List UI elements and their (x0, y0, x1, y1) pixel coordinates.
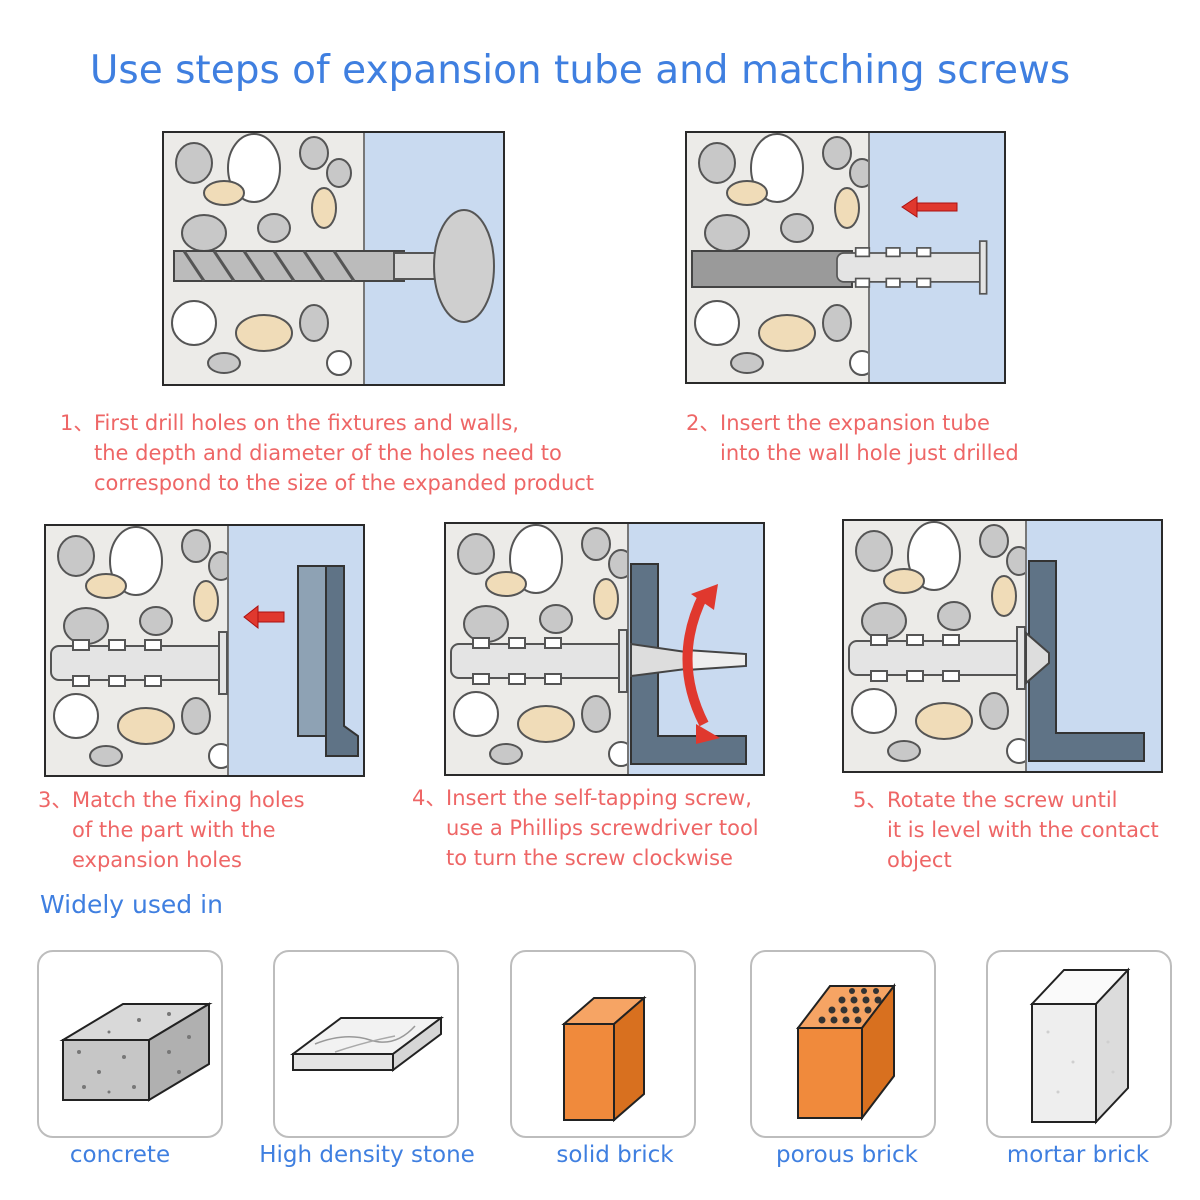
step-1-illustration (162, 131, 505, 386)
material-card-porous-brick (750, 950, 936, 1138)
step-line: the depth and diameter of the holes need… (94, 441, 562, 465)
step-number: 4、 (412, 786, 447, 810)
porous-brick-icon (795, 983, 897, 1121)
step-5-illustration (842, 519, 1163, 773)
material-card-concrete (37, 950, 223, 1138)
step-line: correspond to the size of the expanded p… (94, 471, 595, 495)
step-3-illustration (44, 524, 365, 777)
arrow-left-icon (901, 196, 958, 218)
step-2-illustration (685, 131, 1006, 384)
step-line: into the wall hole just drilled (720, 441, 1019, 465)
step-1-caption: 1、 First drill holes on the fixtures and… (60, 408, 594, 498)
step-number: 2、 (686, 411, 721, 435)
step-line: First drill holes on the fixtures and wa… (94, 411, 519, 435)
step-line: Match the fixing holes (72, 788, 305, 812)
material-card-solid-brick (510, 950, 696, 1138)
material-label: mortar brick (1006, 1142, 1150, 1168)
step-number: 5、 (853, 788, 888, 812)
step-line: of the part with the (72, 818, 276, 842)
material-card-mortar-brick (986, 950, 1172, 1138)
stone-slab-icon (290, 1016, 444, 1072)
usage-heading: Widely used in (40, 890, 223, 919)
step-line: use a Phillips screwdriver tool (446, 816, 759, 840)
material-label: High density stone (259, 1142, 475, 1168)
mortar-brick-icon (1029, 967, 1131, 1125)
step-number: 3、 (38, 788, 73, 812)
step-number: 1、 (60, 411, 95, 435)
material-card-stone (273, 950, 459, 1138)
step-4-illustration (444, 522, 765, 776)
step-line: Rotate the screw until (887, 788, 1118, 812)
arrow-left-icon (243, 604, 285, 630)
concrete-block-icon (59, 1002, 213, 1102)
rotate-arrow-icon (682, 591, 709, 727)
step-5-caption: 5、 Rotate the screw until it is level wi… (853, 785, 1159, 875)
step-line: to turn the screw clockwise (446, 846, 733, 870)
solid-brick-icon (561, 995, 647, 1123)
material-label: solid brick (556, 1142, 674, 1168)
step-line: object (887, 848, 952, 872)
material-label: concrete (69, 1142, 171, 1168)
step-4-caption: 4、 Insert the self-tapping screw, use a … (412, 783, 759, 873)
step-line: Insert the expansion tube (720, 411, 990, 435)
step-line: it is level with the contact (887, 818, 1159, 842)
step-line: expansion holes (72, 848, 242, 872)
step-3-caption: 3、 Match the fixing holes of the part wi… (38, 785, 305, 875)
page-title: Use steps of expansion tube and matching… (89, 48, 1071, 93)
material-label: porous brick (776, 1142, 918, 1168)
step-line: Insert the self-tapping screw, (446, 786, 752, 810)
step-2-caption: 2、 Insert the expansion tube into the wa… (686, 408, 1019, 468)
